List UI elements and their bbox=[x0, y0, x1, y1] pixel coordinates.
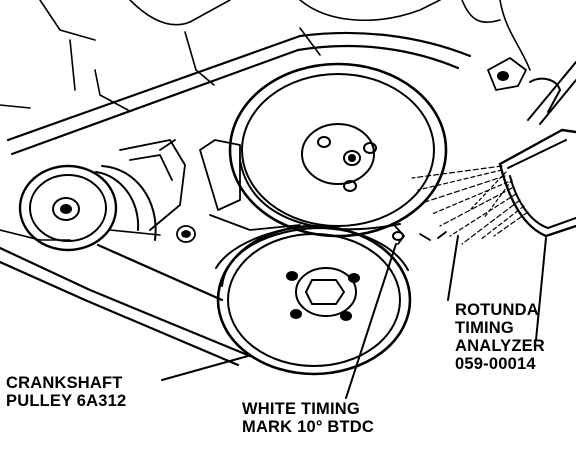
timing-analyzer-label-line-4: 059-00014 bbox=[455, 355, 536, 373]
timing-analyzer-label-line-2: TIMING bbox=[455, 319, 514, 337]
drive-belt-upper bbox=[6, 31, 472, 156]
timing-pointer bbox=[394, 225, 447, 245]
timing-analyzer-label-line-1: ROTUNDA bbox=[455, 301, 539, 319]
crankshaft-pulley-label: CRANKSHAFT PULLEY 6A312 bbox=[6, 374, 126, 410]
timing-mark-label: WHITE TIMING MARK 10° BTDC bbox=[242, 400, 374, 436]
timing-mark-label-line-2: MARK 10° BTDC bbox=[242, 418, 375, 436]
timing-analyzer-label-line-3: ANALYZER bbox=[455, 337, 545, 355]
timing-analyzer-label: ROTUNDA TIMING ANALYZER 059-00014 bbox=[455, 301, 545, 373]
drive-belt-lower bbox=[0, 243, 252, 367]
timing-mark-leader bbox=[345, 243, 397, 399]
engine-block-outline bbox=[0, 0, 531, 241]
timing-analyzer-tool bbox=[487, 57, 576, 238]
leader-lines bbox=[161, 235, 547, 399]
analyzer-leader-2 bbox=[535, 237, 547, 341]
crankshaft-pulley-label-line-1: CRANKSHAFT bbox=[6, 374, 123, 392]
accessory-bracket bbox=[119, 139, 301, 243]
idler-pulley bbox=[18, 164, 157, 252]
timing-mark-label-line-1: WHITE TIMING bbox=[242, 400, 360, 418]
crankshaft-pulley-label-line-2: PULLEY 6A312 bbox=[6, 392, 127, 410]
crankshaft-pulley bbox=[215, 224, 412, 376]
water-pump-pulley bbox=[228, 62, 448, 238]
analyzer-leader-1 bbox=[447, 235, 459, 301]
crankshaft-leader bbox=[161, 355, 249, 381]
